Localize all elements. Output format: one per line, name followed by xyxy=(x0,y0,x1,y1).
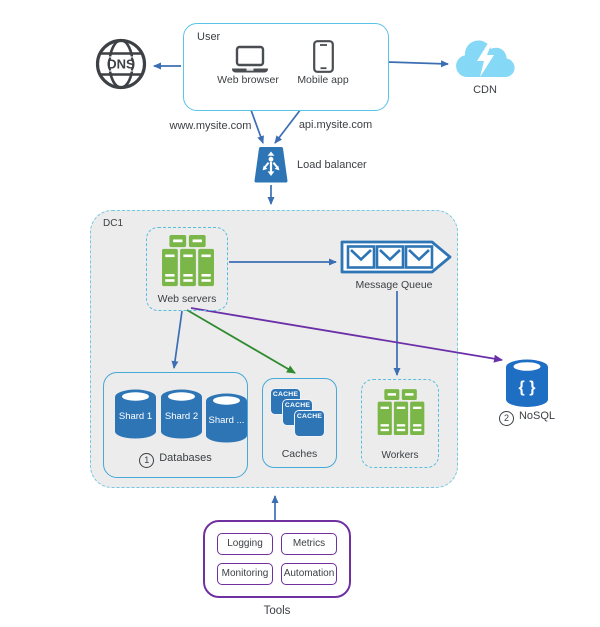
cache-stack-icon: CACHE CACHE CACHE xyxy=(270,388,330,440)
worker-server-rack-icon xyxy=(376,389,426,441)
workers-box: Workers xyxy=(361,379,439,468)
tools-label: Tools xyxy=(263,605,291,617)
databases-caption: 1 Databases xyxy=(104,452,247,468)
mobile-app-label: Mobile app xyxy=(297,74,349,86)
shard3-label: Shard ... xyxy=(209,415,245,426)
shard3-cylinder-icon: Shard ... xyxy=(204,392,249,449)
cache-card: CACHE xyxy=(294,410,325,437)
web-browser-label: Web browser xyxy=(217,74,279,86)
lightning-bolt-icon xyxy=(477,40,494,77)
user-box-title: User xyxy=(197,31,221,43)
cdn-node: CDN xyxy=(451,35,519,96)
shard1-cylinder-icon: Shard 1 xyxy=(113,388,158,445)
nosql-braces-glyph: { } xyxy=(519,379,536,396)
databases-box: Shard 1 Shard 2 Shard ... 1 Databases xyxy=(103,372,248,478)
caches-box: CACHE CACHE CACHE Caches xyxy=(262,378,337,468)
web-servers-label: Web servers xyxy=(157,293,217,305)
dc1-label: DC1 xyxy=(103,218,124,229)
tool-item-logging: Logging xyxy=(217,533,273,555)
message-queue-icon xyxy=(340,240,452,274)
message-queue-label: Message Queue xyxy=(355,279,433,291)
laptop-icon xyxy=(228,45,272,80)
dns-label: DNS xyxy=(107,57,135,72)
nosql-cylinder-icon: { } xyxy=(506,359,548,407)
nosql-label: NoSQL xyxy=(518,410,556,422)
web-servers-box: Web servers xyxy=(146,227,228,311)
cdn-label: CDN xyxy=(473,84,497,96)
dns-globe-icon: DNS xyxy=(95,38,147,90)
server-rack-icon xyxy=(160,235,216,292)
caches-label: Caches xyxy=(281,448,318,460)
dns-node: DNS xyxy=(94,37,148,96)
tools-box: Logging Metrics Monitoring Automation xyxy=(203,520,351,598)
tool-item-metrics: Metrics xyxy=(281,533,337,555)
nosql-node: { } 2 NoSQL xyxy=(498,358,555,426)
databases-label: Databases xyxy=(159,452,212,464)
load-balancer-icon xyxy=(254,147,288,183)
nosql-caption: 2 NoSQL xyxy=(478,410,576,426)
tool-item-monitoring: Monitoring xyxy=(217,563,273,585)
cdn-cloud-icon xyxy=(456,40,515,78)
user-box: User Web browser Mobile app xyxy=(183,23,389,111)
api-domain-label: api.mysite.com xyxy=(298,119,373,131)
shard2-label: Shard 2 xyxy=(165,411,198,422)
message-queue-node: Message Queue xyxy=(340,240,452,291)
shard1-label: Shard 1 xyxy=(119,411,152,422)
load-balancer-label: Load balancer xyxy=(297,159,367,171)
www-domain-label: www.mysite.com xyxy=(169,120,252,132)
shard2-cylinder-icon: Shard 2 xyxy=(159,388,204,445)
databases-number-badge: 1 xyxy=(139,453,155,468)
load-balancer-node xyxy=(252,146,290,189)
mobile-phone-icon xyxy=(313,40,334,78)
workers-label: Workers xyxy=(381,450,419,461)
nosql-number-badge: 2 xyxy=(498,411,514,426)
tool-item-automation: Automation xyxy=(281,563,337,585)
arrow-user-to-cdn xyxy=(387,60,449,68)
